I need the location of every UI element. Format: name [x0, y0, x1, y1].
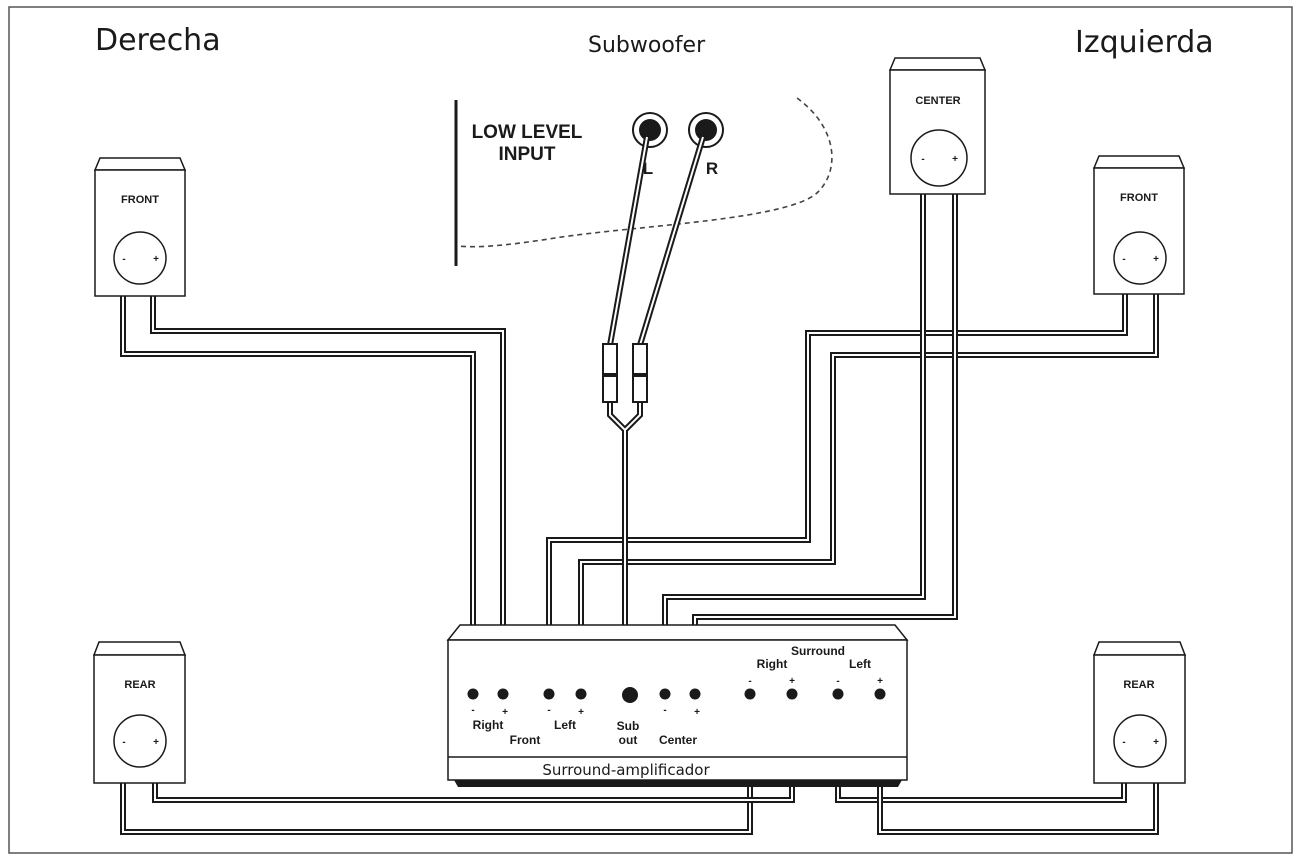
jack-r-label: R: [706, 159, 718, 178]
terminal-surround-left-plus: [874, 688, 886, 700]
speaker-rear-right-plus: +: [153, 737, 159, 748]
speaker-rear-right: REAR - +: [92, 641, 187, 784]
wire-front-right-plus: [150, 270, 506, 690]
speaker-front-right-minus: -: [122, 254, 125, 265]
amp-label-front: Front: [510, 733, 541, 747]
speaker-rear-left-label: REAR: [1123, 679, 1154, 691]
terminal-center-plus: [689, 688, 701, 700]
terminal-surround-right-minus: [744, 688, 756, 700]
speaker-front-right: FRONT - +: [93, 157, 187, 297]
speaker-front-left-minus: -: [1122, 254, 1125, 265]
rca-plug-l: [602, 343, 618, 375]
amp-label-surround-left: Left: [849, 657, 871, 671]
speaker-center: CENTER - +: [888, 57, 987, 195]
wire-center-minus: [662, 172, 926, 690]
terminal-surround-left-minus: [832, 688, 844, 700]
amp-label-left: Left: [554, 718, 576, 732]
speaker-front-left-plus: +: [1153, 254, 1159, 265]
speaker-center-label: CENTER: [915, 95, 960, 107]
speaker-rear-left-minus: -: [1122, 737, 1125, 748]
frame: [8, 6, 1293, 854]
terminal-sub-out: [622, 687, 638, 703]
amp-mark-fr-plus: +: [502, 707, 508, 718]
speaker-rear-left-plus: +: [1153, 737, 1159, 748]
speaker-front-right-driver: [113, 231, 167, 285]
speaker-front-left-driver: [1113, 231, 1167, 285]
speaker-center-driver: [910, 129, 968, 187]
terminal-front-left-plus: [575, 688, 587, 700]
amp-mark-c-plus: +: [694, 707, 700, 718]
rca-plug-r: [632, 343, 648, 375]
terminal-front-left-minus: [543, 688, 555, 700]
amp-mark-sr-plus: +: [789, 676, 795, 687]
speaker-rear-right-minus: -: [122, 737, 125, 748]
wire-center-plus: [692, 172, 958, 690]
speaker-front-right-plus: +: [153, 254, 159, 265]
terminal-front-right-plus: [497, 688, 509, 700]
heading-left: Izquierda: [1075, 25, 1214, 60]
jack-l-label: L: [643, 159, 653, 178]
speaker-rear-right-label: REAR: [124, 679, 155, 691]
amp-mark-c-minus: -: [663, 705, 666, 716]
amp-mark-fl-plus: +: [578, 707, 584, 718]
amp-mark-sr-minus: -: [748, 676, 751, 687]
amp-mark-sl-minus: -: [836, 676, 839, 687]
amp-label-center: Center: [659, 733, 697, 747]
speaker-front-left-label: FRONT: [1120, 192, 1158, 204]
speaker-rear-right-driver: [113, 714, 167, 768]
amp-mark-fr-minus: -: [471, 705, 474, 716]
speaker-rear-left: REAR - +: [1092, 641, 1187, 784]
amp-label-sub: Sub: [617, 719, 640, 733]
amp-mark-fl-minus: -: [547, 705, 550, 716]
amp-label-right: Right: [473, 718, 504, 732]
speaker-front-right-label: FRONT: [121, 194, 159, 206]
terminal-center-minus: [659, 688, 671, 700]
low-level-input-line2: INPUT: [499, 144, 556, 165]
subwoofer-outline: [457, 97, 833, 248]
speaker-center-minus: -: [921, 154, 924, 165]
amp-label-out: out: [619, 733, 638, 747]
speaker-front-left: FRONT - +: [1092, 155, 1186, 295]
terminal-surround-right-plus: [786, 688, 798, 700]
heading-right: Derecha: [95, 23, 221, 58]
low-level-input-line1: LOW LEVEL: [472, 122, 583, 143]
heading-subwoofer: Subwoofer: [588, 33, 706, 58]
terminal-front-right-minus: [467, 688, 479, 700]
speaker-center-plus: +: [952, 154, 958, 165]
speaker-rear-left-driver: [1113, 714, 1167, 768]
subwoofer-panel: LOW LEVEL INPUT L R: [454, 97, 833, 266]
amplifier-name: Surround-amplificador: [542, 761, 710, 779]
amp-label-surround: Surround: [791, 644, 845, 658]
amp-mark-sl-plus: +: [877, 676, 883, 687]
amp-label-surround-right: Right: [757, 657, 788, 671]
surround-amplifier: Surround-amplificador - + - + - + - + - …: [446, 624, 909, 787]
